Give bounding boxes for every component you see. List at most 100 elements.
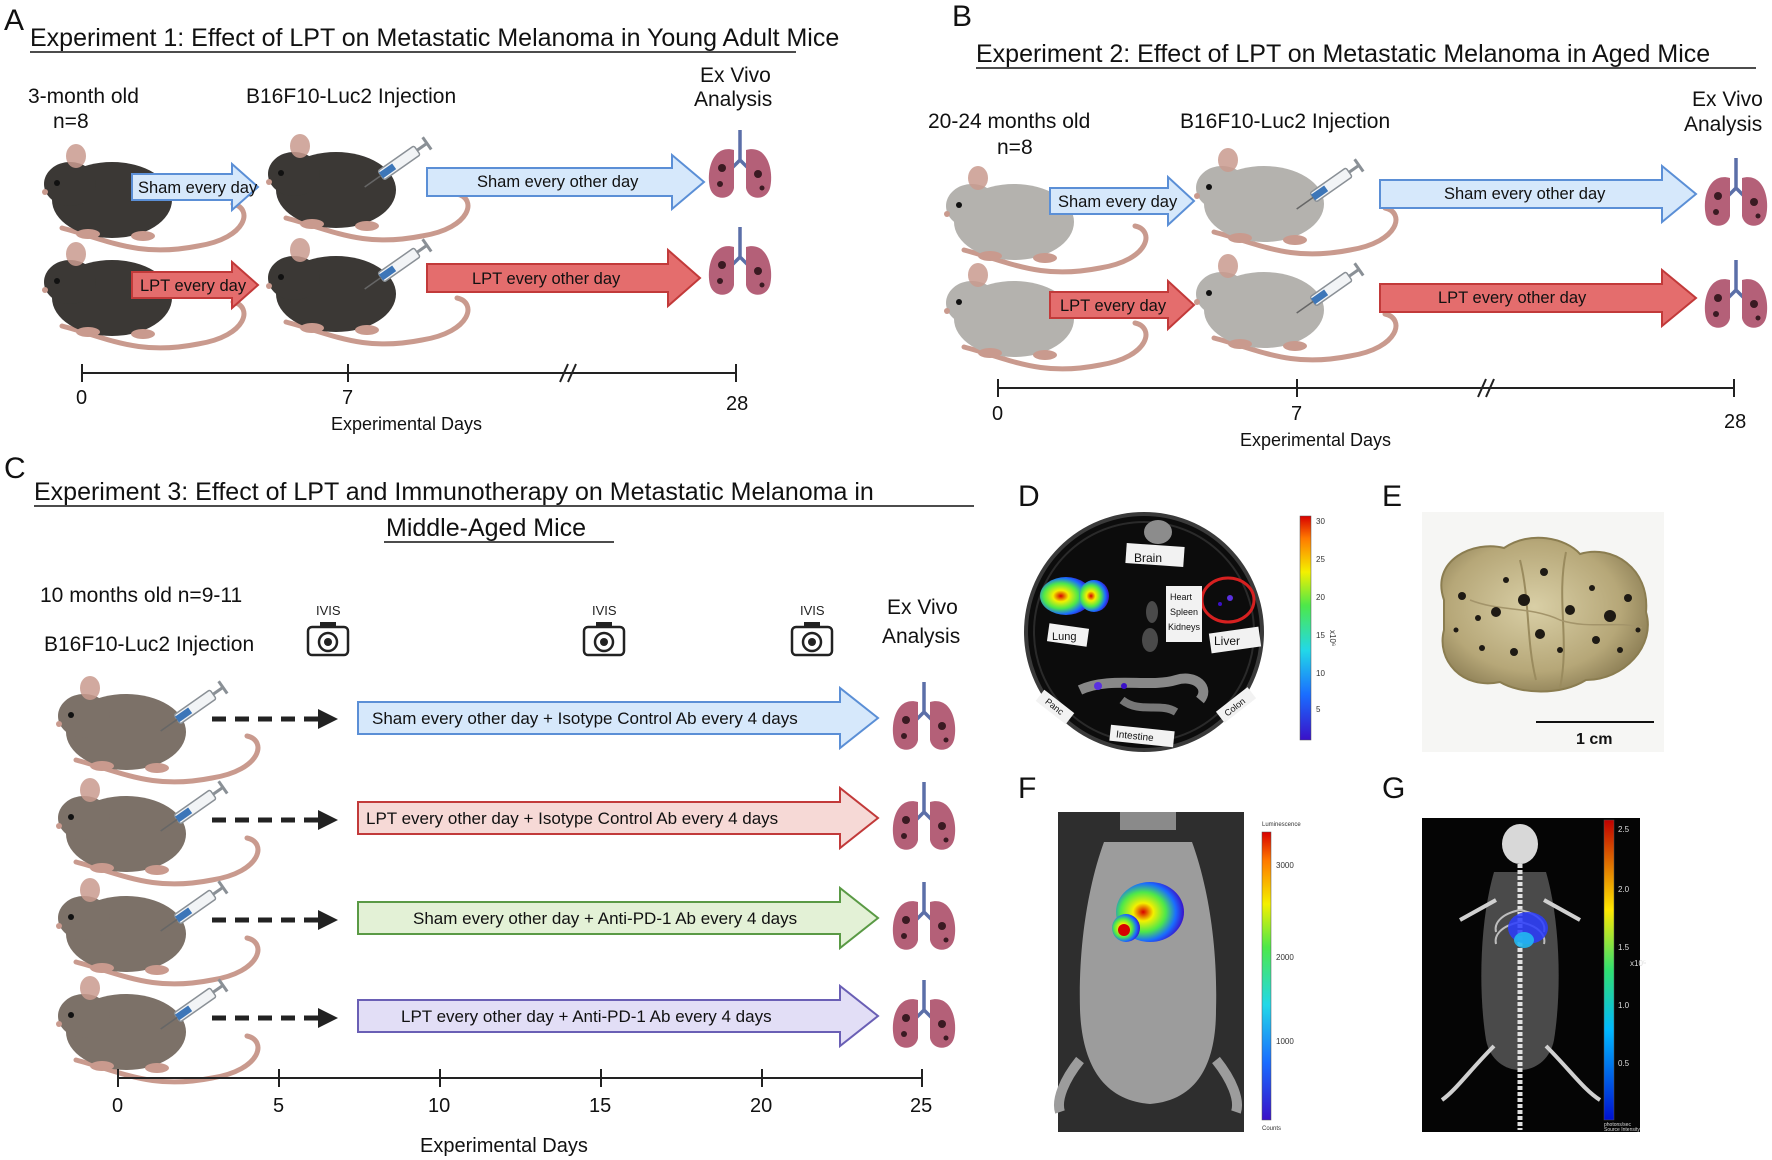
organ-label: Kidneys <box>1168 622 1201 632</box>
arrow-sham-every-other-day <box>426 152 706 212</box>
colorbar-tick: 1.5 <box>1618 943 1630 952</box>
organ-label: Heart <box>1170 592 1193 602</box>
axis-tick-label: 10 <box>428 1095 450 1117</box>
axis-tick-label: 28 <box>1724 411 1746 433</box>
lungs-icon <box>707 128 773 200</box>
arrow-label: LPT every other day <box>1438 289 1587 307</box>
panel-c: C Experiment 3: Effect of LPT and Immuno… <box>4 452 974 1157</box>
panel-b-n: n=8 <box>997 136 1033 159</box>
colorbar-tick: 5 <box>1316 705 1321 714</box>
organ-label: Intestine <box>1115 729 1154 744</box>
panel-f: F Luminescence 3000 2000 1000 Counts <box>1018 772 1301 1132</box>
panel-d-letter: D <box>1018 480 1040 513</box>
panel-a-title: Experiment 1: Effect of LPT on Metastati… <box>30 24 839 52</box>
axis-break <box>559 363 569 383</box>
axis-label: Experimental Days <box>331 414 482 434</box>
panel-e: E 1 cm <box>1382 480 1664 752</box>
panel-g-letter: G <box>1382 772 1405 805</box>
axis-tick-label: 7 <box>342 387 353 409</box>
lungs-icon <box>891 978 957 1050</box>
mouse-icon <box>56 976 258 1082</box>
panel-c-title-2: Middle-Aged Mice <box>386 514 586 542</box>
arrow-label: Sham every other day + Isotype Control A… <box>372 709 798 728</box>
arrow-sham-every-day <box>1049 174 1196 228</box>
axis-tick-label: 25 <box>910 1095 932 1117</box>
syringe-icon <box>159 879 229 933</box>
arrow-label: LPT every other day <box>472 270 621 288</box>
panel-a-age: 3-month old <box>28 85 139 108</box>
colorbar-tick: 2.5 <box>1618 825 1630 834</box>
panel-e-letter: E <box>1382 480 1402 513</box>
lungs-icon <box>1703 156 1769 228</box>
axis-label: Experimental Days <box>420 1135 588 1157</box>
arrow-label: Sham every other day <box>1444 185 1606 203</box>
arrow-label: Sham every day <box>138 179 258 197</box>
colorbar-tick: 1.0 <box>1618 1001 1630 1010</box>
axis-break <box>1477 378 1487 398</box>
dashed-arrow-head <box>318 810 338 830</box>
panel-c-analysis-2: Analysis <box>882 625 960 648</box>
lungs-icon <box>891 680 957 752</box>
colorbar-tick: 2000 <box>1276 953 1294 962</box>
mouse-icon <box>944 166 1146 272</box>
syringe-icon <box>159 679 229 733</box>
arrow-label: LPT every other day + Isotype Control Ab… <box>366 809 778 828</box>
lungs-icon <box>891 780 957 852</box>
syringe-icon <box>159 977 229 1031</box>
axis-tick-label: 0 <box>76 387 87 409</box>
arrow-label: LPT every day <box>140 277 247 295</box>
axis-tick-label: 0 <box>992 403 1003 425</box>
organ-label: Brain <box>1134 551 1162 565</box>
axis-tick-label: 7 <box>1291 403 1302 425</box>
colorbar-footer: photons/sec <box>1604 1122 1631 1128</box>
panel-b-title: Experiment 2: Effect of LPT on Metastati… <box>976 40 1710 68</box>
colorbar-tick: 25 <box>1316 555 1325 564</box>
arrow-sham-isotype <box>357 685 880 751</box>
scale-bar-label: 1 cm <box>1576 731 1612 748</box>
axis-tick-label: 28 <box>726 393 748 415</box>
ct-mouse-image <box>1422 818 1640 1132</box>
mouse-icon <box>56 878 258 984</box>
ivis-label: IVIS <box>800 603 825 618</box>
colorbar-tick: 2.0 <box>1618 885 1630 894</box>
arrow-lpt-anti-pd1 <box>357 983 880 1049</box>
arrow-label: LPT every day <box>1060 297 1167 315</box>
panel-c-analysis-1: Ex Vivo <box>887 596 958 619</box>
colorbar-title: Luminescence <box>1262 822 1301 828</box>
panel-b-injection: B16F10-Luc2 Injection <box>1180 110 1390 133</box>
colorbar-footer: Counts <box>1262 1126 1281 1132</box>
arrow-sham-every-other-day <box>1379 163 1698 225</box>
panel-d: D Brain Lung Liver Heart Spleen Kidneys <box>1016 480 1337 752</box>
panel-d-colorbar: 30 25 20 15 10 5 x10⁶ <box>1299 515 1337 741</box>
lungs-icon <box>1703 258 1769 330</box>
camera-icon <box>582 620 626 657</box>
panel-a-analysis-1: Ex Vivo <box>700 64 771 87</box>
lung-photo: 1 cm <box>1422 512 1664 752</box>
arrow-sham-anti-pd1 <box>357 885 880 951</box>
colorbar-tick: 15 <box>1316 631 1325 640</box>
panel-b-analysis-1: Ex Vivo <box>1692 88 1763 111</box>
colorbar-footer: Source Intensity <box>1604 1127 1640 1133</box>
axis-tick-label: 0 <box>112 1095 123 1117</box>
syringe-icon <box>159 779 229 833</box>
axis-label: Experimental Days <box>1240 430 1391 450</box>
colorbar-unit: x10⁶ <box>1328 630 1337 646</box>
ivis-mouse-image <box>1054 812 1244 1132</box>
dashed-arrow-head <box>318 709 338 729</box>
arrow-label: Sham every other day + Anti-PD-1 Ab ever… <box>413 909 797 928</box>
panel-c-timeline: 0 5 10 15 20 25 Experimental Days <box>112 1069 932 1157</box>
axis-tick-label: 5 <box>273 1095 284 1117</box>
ivis-label: IVIS <box>592 603 617 618</box>
panel-b-age: 20-24 months old <box>928 110 1090 133</box>
organ-label: Lung <box>1052 631 1076 643</box>
organ-label: Spleen <box>1170 607 1198 617</box>
camera-icon <box>790 620 834 657</box>
panel-b-letter: B <box>952 0 972 33</box>
arrow-sham-every-day <box>131 161 260 213</box>
panel-c-letter: C <box>4 452 26 485</box>
arrow-label: Sham every day <box>1058 193 1178 211</box>
colorbar-tick: 30 <box>1316 517 1325 526</box>
arrow-label: LPT every other day + Anti-PD-1 Ab every… <box>401 1007 772 1026</box>
axis-tick-label: 15 <box>589 1095 611 1117</box>
arrow-lpt-every-day <box>1049 278 1196 332</box>
